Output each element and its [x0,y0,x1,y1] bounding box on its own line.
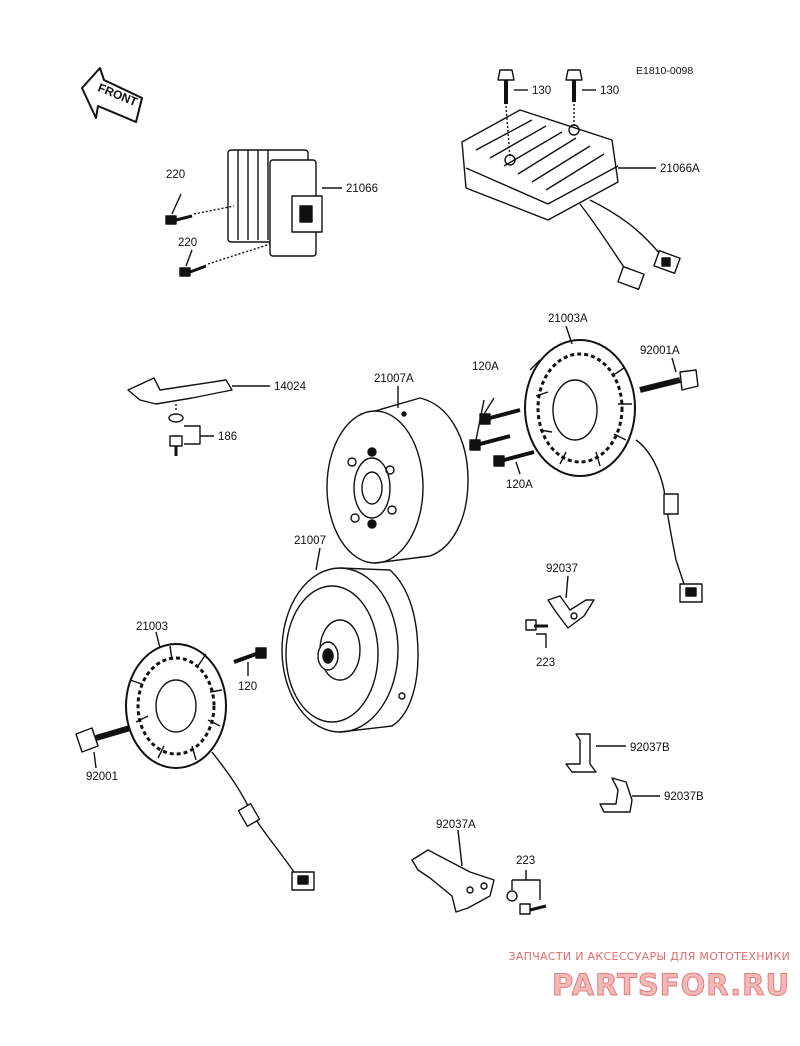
label-120A-upper: 120A [472,361,499,373]
label-92001: 92001 [86,771,118,783]
bracket-92037B-lower [599,777,660,813]
bolt-92001 [75,725,131,769]
bolt-130-left [497,69,528,159]
label-130-right: 130 [600,85,619,97]
label-186: 186 [218,431,237,443]
label-220-upper: 220 [166,169,185,181]
bolt-120A-middle [469,399,511,451]
screw-223-lower [506,870,547,915]
label-21066: 21066 [346,183,378,195]
label-92037B-upper: 92037B [630,742,670,754]
rotor-21007A [326,386,469,564]
bolt-120A-lower [493,450,535,475]
bolt-220-lower [179,243,271,277]
bracket-14024 [127,377,270,456]
label-120: 120 [238,681,257,693]
label-92037B-lower: 92037B [664,791,704,803]
label-92001A: 92001A [640,345,680,357]
bolt-120A-upper [479,397,521,425]
label-223-lower: 223 [516,855,535,867]
watermark-brand: PARTSFOR.RU [552,968,790,1003]
stator-21003 [125,631,315,891]
bolt-220-upper [165,193,235,225]
label-92037: 92037 [546,563,578,575]
front-arrow-icon: FRONT [81,67,143,123]
bracket-92037A [411,829,495,913]
stator-21003A [524,325,703,603]
label-21003: 21003 [136,621,168,633]
rotor-21007 [281,547,419,733]
label-120A-lower: 120A [506,479,533,491]
label-21007: 21007 [294,535,326,547]
label-21007A: 21007A [374,373,414,385]
label-130-left: 130 [532,85,551,97]
label-21066A: 21066A [660,163,700,175]
regulator-21066A [461,109,681,290]
label-21003A: 21003A [548,313,588,325]
bracket-92037B-upper [565,733,626,773]
label-92037A: 92037A [436,819,476,831]
label-223-upper: 223 [536,657,555,669]
bolt-130-right [565,69,596,128]
bolt-120 [233,647,267,676]
label-220-lower: 220 [178,237,197,249]
diagram-code: E1810-0098 [636,65,693,77]
bolt-92001A [639,357,699,393]
watermark-tagline: ЗАПЧАСТИ И АКСЕССУАРЫ ДЛЯ МОТОТЕХНИКИ [508,950,790,963]
bracket-92037 [525,575,595,648]
regulator-21066 [227,149,342,257]
label-14024: 14024 [274,381,307,393]
